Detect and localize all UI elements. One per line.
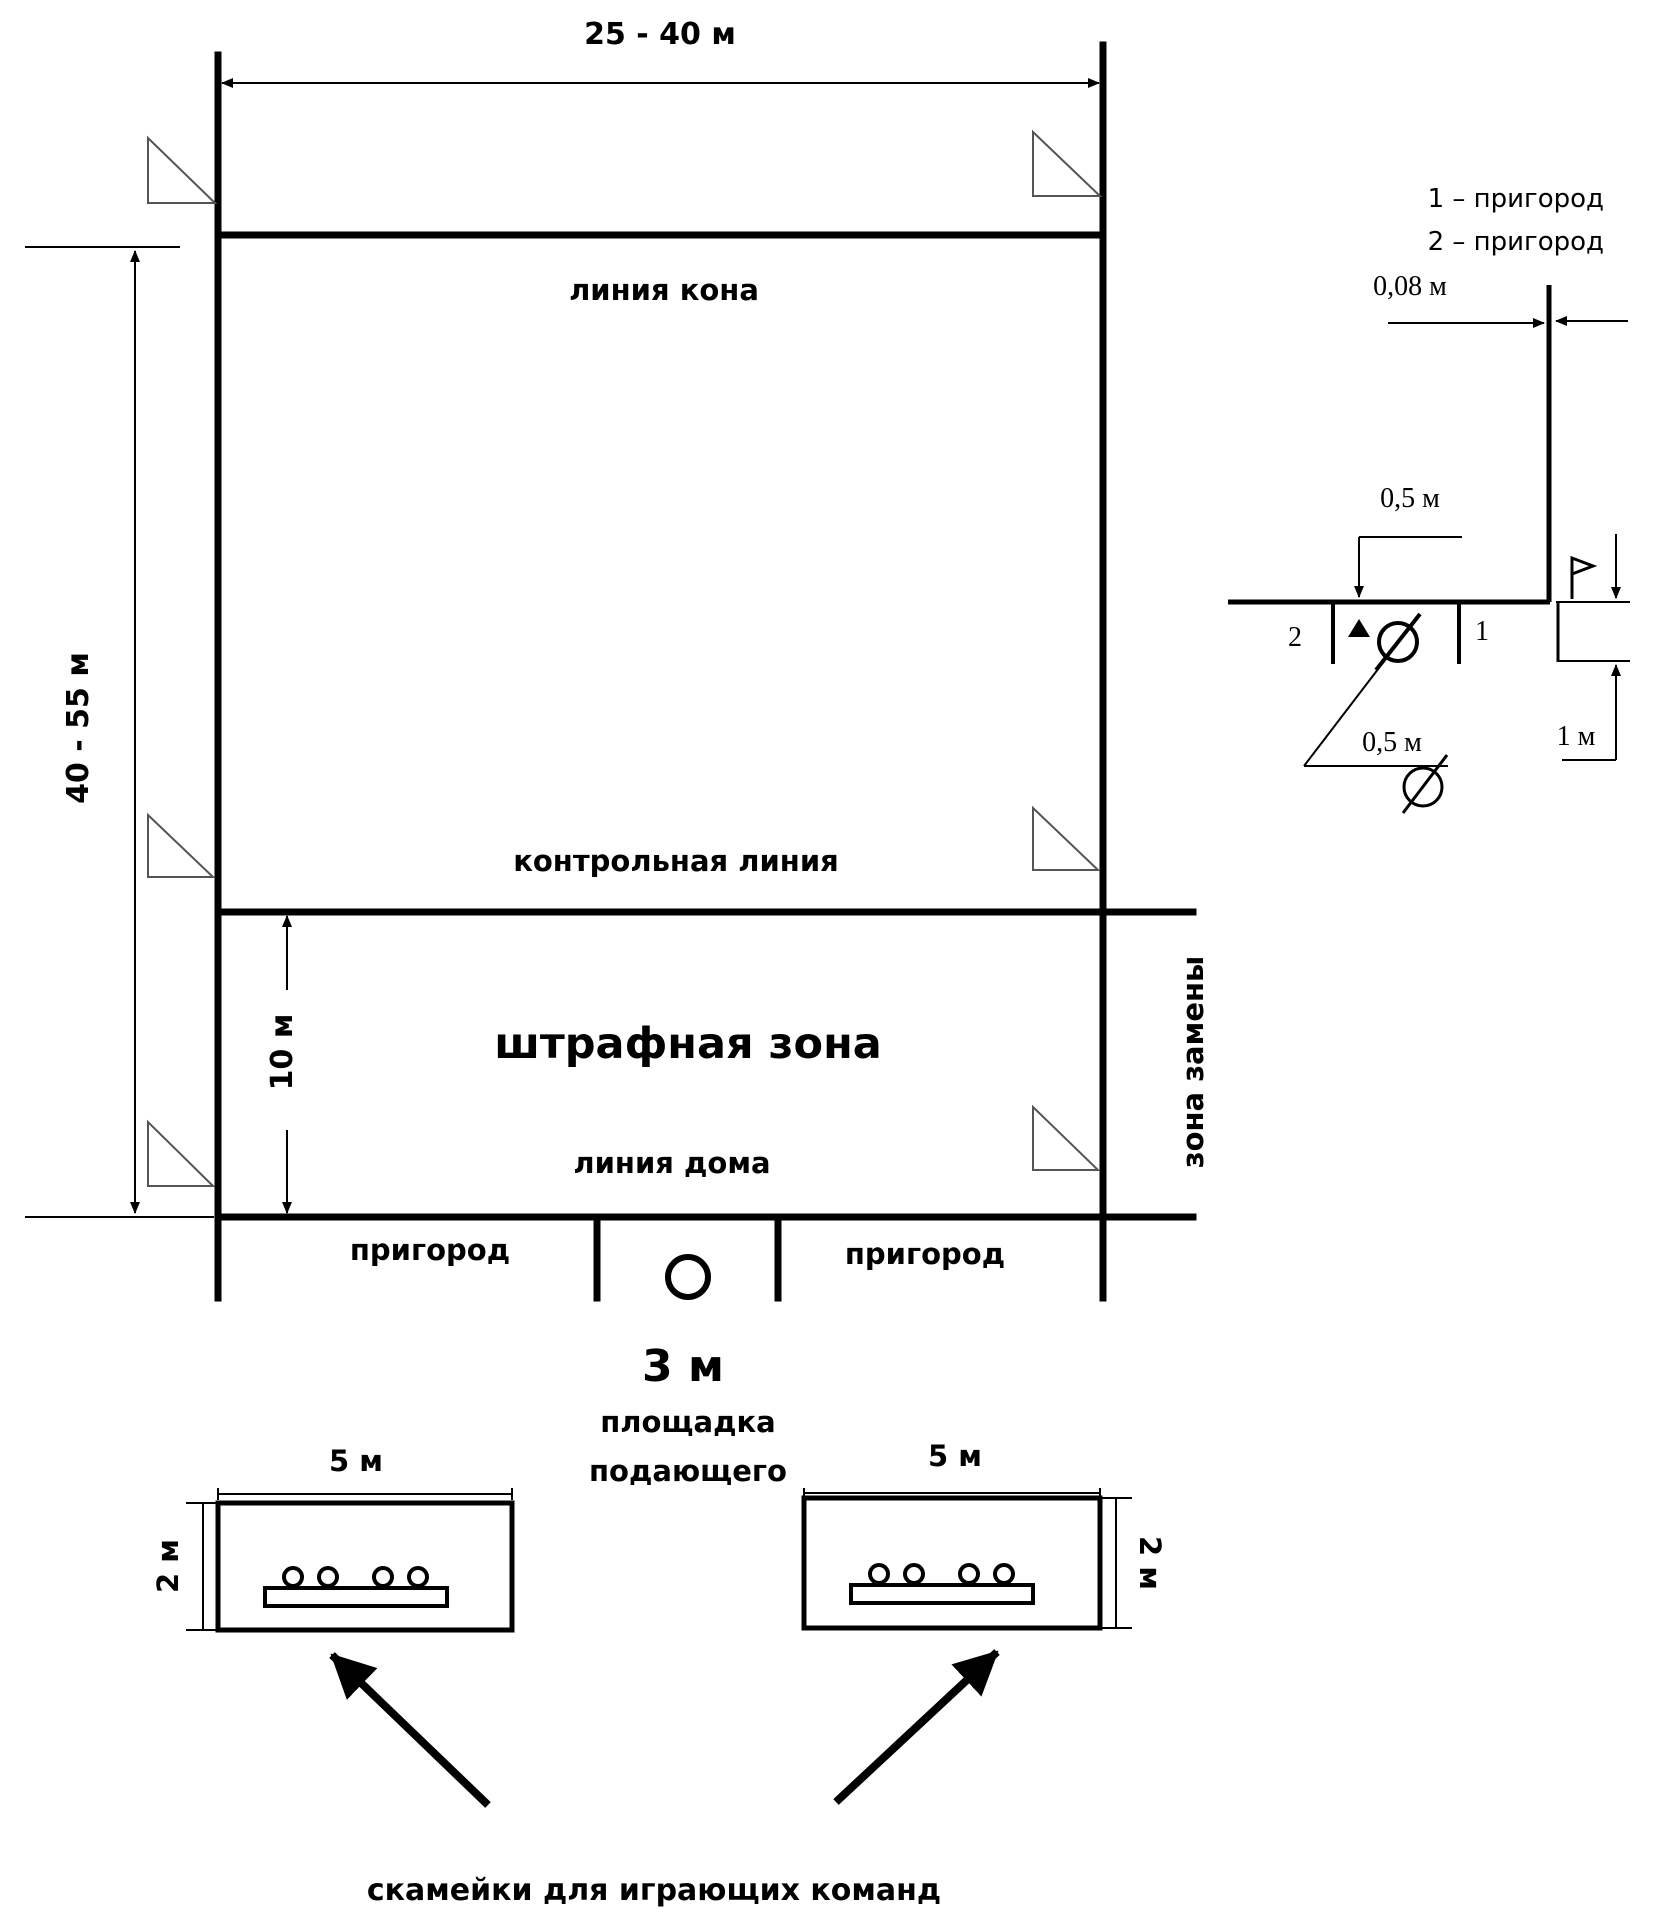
line-width-label: 0,08 м (1373, 271, 1447, 302)
diameter-symbol-icon (1402, 766, 1444, 808)
corner-flags (147, 129, 1103, 1187)
bench-right-width: 5 м (928, 1439, 982, 1473)
server-area-label-2: подающего (589, 1454, 787, 1488)
diameter-label: 0,5 м (1362, 727, 1422, 758)
depth-label: 1 м (1557, 721, 1596, 752)
arrow-to-left-bench-icon (329, 1652, 491, 1808)
flag-icon (1032, 805, 1101, 871)
player-icon (868, 1563, 890, 1585)
server-area-label-1: площадка (600, 1405, 776, 1439)
player-icon (317, 1566, 339, 1588)
player-icon (958, 1563, 980, 1585)
offset-label: 0,5 м (1380, 483, 1440, 514)
control-line-label: контрольная линия (513, 844, 839, 878)
length-dimension: 40 - 55 м (61, 652, 96, 804)
flag-icon (1032, 129, 1103, 197)
home-line-label: линия дома (573, 1146, 770, 1180)
player-icon (372, 1566, 394, 1588)
diameter-symbol-icon (1401, 754, 1449, 814)
bench-left-width: 5 м (329, 1444, 383, 1478)
flag-icon (147, 135, 218, 204)
detail-flag-icon (1570, 555, 1598, 599)
bench-left-seat (263, 1586, 449, 1608)
player-icon (993, 1563, 1015, 1585)
zone-dimension: 10 м (265, 1014, 300, 1091)
suburb-right-label: пригород (845, 1237, 1005, 1271)
bench-left-area (215, 1500, 515, 1633)
bench-right: 5 м 2 м (801, 1439, 1167, 1631)
diameter-circle-icon (1377, 621, 1419, 663)
bench-left-height: 2 м (151, 1539, 185, 1593)
detail-diagram: 1 – пригород 2 – пригород 0,08 м 2 1 0,5… (1228, 184, 1630, 814)
player-icon (903, 1563, 925, 1585)
width-dimension: 25 - 40 м (584, 17, 736, 52)
legend-item-2: 2 – пригород (1428, 227, 1604, 257)
flag-icon (1032, 1104, 1101, 1171)
benches-caption: скамейки для играющих команд (367, 1873, 941, 1908)
substitution-zone-label: зона замены (1176, 956, 1210, 1169)
suburb-left-label: пригород (350, 1233, 510, 1267)
penalty-zone-label: штрафная зона (494, 1019, 882, 1069)
server-width-label: 3 м (642, 1341, 724, 1392)
bench-right-area (801, 1495, 1103, 1631)
server-circle (665, 1254, 711, 1300)
player-icon (407, 1566, 429, 1588)
diameter-leader (1303, 659, 1386, 767)
flag-icon (147, 1119, 216, 1187)
legend-item-1: 1 – пригород (1428, 184, 1604, 214)
player-icon (282, 1566, 304, 1588)
triangle-marker-icon (1348, 619, 1370, 637)
bench-left: 5 м 2 м (151, 1444, 515, 1633)
mark-2: 2 (1288, 622, 1302, 653)
kon-line-label: линия кона (569, 273, 759, 307)
bench-right-seat (849, 1583, 1035, 1605)
arrow-to-right-bench-icon (833, 1649, 1000, 1805)
playing-field (214, 41, 1197, 1302)
mark-1: 1 (1475, 616, 1489, 647)
flag-icon (147, 812, 216, 878)
bench-right-height: 2 м (1133, 1536, 1167, 1590)
